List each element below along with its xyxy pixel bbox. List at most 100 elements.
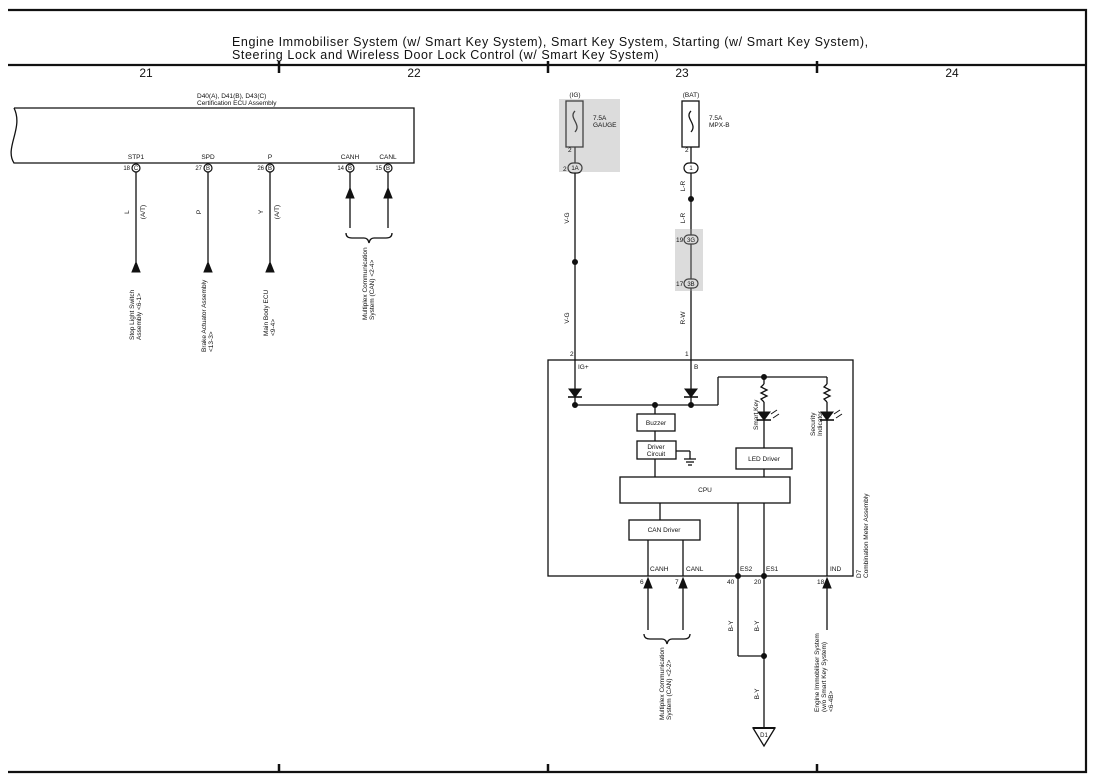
splice-bat xyxy=(688,196,694,202)
splice-es1-top xyxy=(761,573,767,579)
arrow-canl-meter xyxy=(678,576,688,589)
wire-bat2-color: L-R xyxy=(680,212,687,223)
arrow-stp1 xyxy=(131,260,141,273)
wire-bat1-color: L-R xyxy=(680,180,687,191)
main-body-dest-2: <9-4> xyxy=(270,319,277,336)
can-left-line2: System (CAN) <2-4> xyxy=(369,259,376,320)
ecu-name: Certification ECU Assembly xyxy=(197,100,277,107)
meter-pin-es2-num: 40 xyxy=(727,579,735,586)
can-brace-bottom xyxy=(643,633,691,645)
brake-dest-2: <13-3> xyxy=(208,331,215,352)
ground-d1-label: D1 xyxy=(760,733,768,739)
arrow-canh-ecu xyxy=(345,186,355,199)
fuse-mpxb-symbol xyxy=(688,110,694,133)
fuse-gauge-symbol xyxy=(572,110,578,133)
junction-shade xyxy=(675,229,703,291)
splice-bus-b xyxy=(688,402,694,408)
meter-pin-canh-num: 6 xyxy=(640,579,644,586)
ecu-pin-p-circle xyxy=(265,163,275,173)
stop-light-dest-1: Stop Light Switch xyxy=(129,289,136,340)
wire-ground-color: B-Y xyxy=(754,688,761,700)
ecu-pin-canl-circle xyxy=(383,163,393,173)
driver-label-1: Driver xyxy=(647,444,665,451)
junction-3g-pin: 19 xyxy=(676,237,684,244)
fuse-bat-supply: (BAT) xyxy=(683,92,700,99)
wire-bat3-color: R-W xyxy=(680,311,687,325)
ecu-pin-canl-conn: B xyxy=(386,166,390,172)
section-23: 23 xyxy=(675,66,689,80)
cpu-block xyxy=(619,476,791,504)
wire-es2-color: B-Y xyxy=(728,620,735,632)
can-bottom-line2: System (CAN) <2-2> xyxy=(666,659,673,720)
diode-b xyxy=(684,388,698,398)
meter-name: Combination Meter Assembly xyxy=(863,493,870,578)
splice-bus-buzzer xyxy=(652,402,658,408)
splice-es2-top xyxy=(735,573,741,579)
can-driver-block xyxy=(628,519,701,541)
page-frame xyxy=(8,8,1088,774)
junction-3b-box xyxy=(683,278,699,289)
arrow-canl-ecu xyxy=(383,186,393,199)
meter-pin-ig-label: IG+ xyxy=(578,364,589,371)
cpu-label: CPU xyxy=(698,487,712,494)
splice-top-smartkey xyxy=(761,374,767,380)
meter-pin-ind-num: 18 xyxy=(817,579,825,586)
meter-pin-es2-label: ES2 xyxy=(740,566,753,573)
fuse-ig-pin: 2 xyxy=(568,147,572,154)
security-label-2: Indicator xyxy=(817,410,824,436)
ecu-pin-canl-num: 15 xyxy=(375,166,382,172)
conn-1a-pin: 2 xyxy=(563,166,567,173)
fuse-ig-rating: 7.5A xyxy=(593,115,607,122)
driver-circuit-block xyxy=(636,440,677,460)
led-driver-block xyxy=(735,447,793,470)
buzzer-label: Buzzer xyxy=(646,420,667,427)
meter-pin-es1-label: ES1 xyxy=(766,566,779,573)
ecu-pin-canl-label: CANL xyxy=(379,154,397,161)
conn-1a-label: 1A xyxy=(571,166,578,172)
brake-dest-1: Brake Actuator Assembly xyxy=(201,279,208,352)
conn-1a-box xyxy=(567,162,583,174)
smart-key-label: Smart Key xyxy=(753,399,760,430)
fuse-ig-supply: (IG) xyxy=(569,92,580,99)
ecu-pin-spd-circle xyxy=(203,163,213,173)
junction-3b-label: 3B xyxy=(687,282,694,288)
meter-pin-canl-label: CANL xyxy=(686,566,704,573)
led-security xyxy=(820,411,834,421)
ecu-connector-id: D40(A), D41(B), D43(C) xyxy=(197,93,266,100)
meter-pin-ind-label: IND xyxy=(830,566,842,573)
ecu-pin-p-num: 26 xyxy=(257,166,264,172)
ecu-pin-spd-conn: B xyxy=(206,166,210,172)
ecu-pin-spd-num: 27 xyxy=(195,166,202,172)
meter-pin-canl-num: 7 xyxy=(675,579,679,586)
driver-label-2: Circuit xyxy=(647,451,666,458)
resistor-security xyxy=(822,383,832,403)
resistor-smartkey xyxy=(759,383,769,403)
meter-pin-b-num: 1 xyxy=(685,351,689,358)
wire-es1-color: B-Y xyxy=(754,620,761,632)
section-22: 22 xyxy=(407,66,421,80)
ecu-pin-stp1-num: 18 xyxy=(123,166,130,172)
arrow-canh-meter xyxy=(643,576,653,589)
splice-ig xyxy=(572,259,578,265)
main-body-dest-1: Main Body ECU xyxy=(263,289,270,336)
fuse-bat-rating: 7.5A xyxy=(709,115,723,122)
meter-id: D7 xyxy=(856,569,863,578)
can-bottom-line1: Multiplex Communication xyxy=(659,647,666,720)
arrow-p xyxy=(265,260,275,273)
conn-1-label: 1 xyxy=(689,166,693,172)
wire-p-color: Y xyxy=(258,209,265,214)
ecu-pin-canh-circle xyxy=(345,163,355,173)
arrow-spd xyxy=(203,260,213,273)
led-smartkey-rays xyxy=(770,409,780,419)
ecu-pin-stp1-conn: C xyxy=(134,166,139,172)
immob-line3: <6-4B> xyxy=(828,690,835,712)
fuse-gauge-shade xyxy=(559,99,620,172)
ecu-pin-p-label: P xyxy=(268,154,272,161)
immob-line1: Engine Immobiliser System xyxy=(814,633,821,712)
wire-spd-color: P xyxy=(196,210,203,214)
meter-pin-b-label: B xyxy=(694,364,698,371)
ecu-pin-canh-num: 14 xyxy=(337,166,344,172)
title-line2: Steering Lock and Wireless Door Lock Con… xyxy=(232,48,659,62)
meter-pin-canh-label: CANH xyxy=(650,566,669,573)
